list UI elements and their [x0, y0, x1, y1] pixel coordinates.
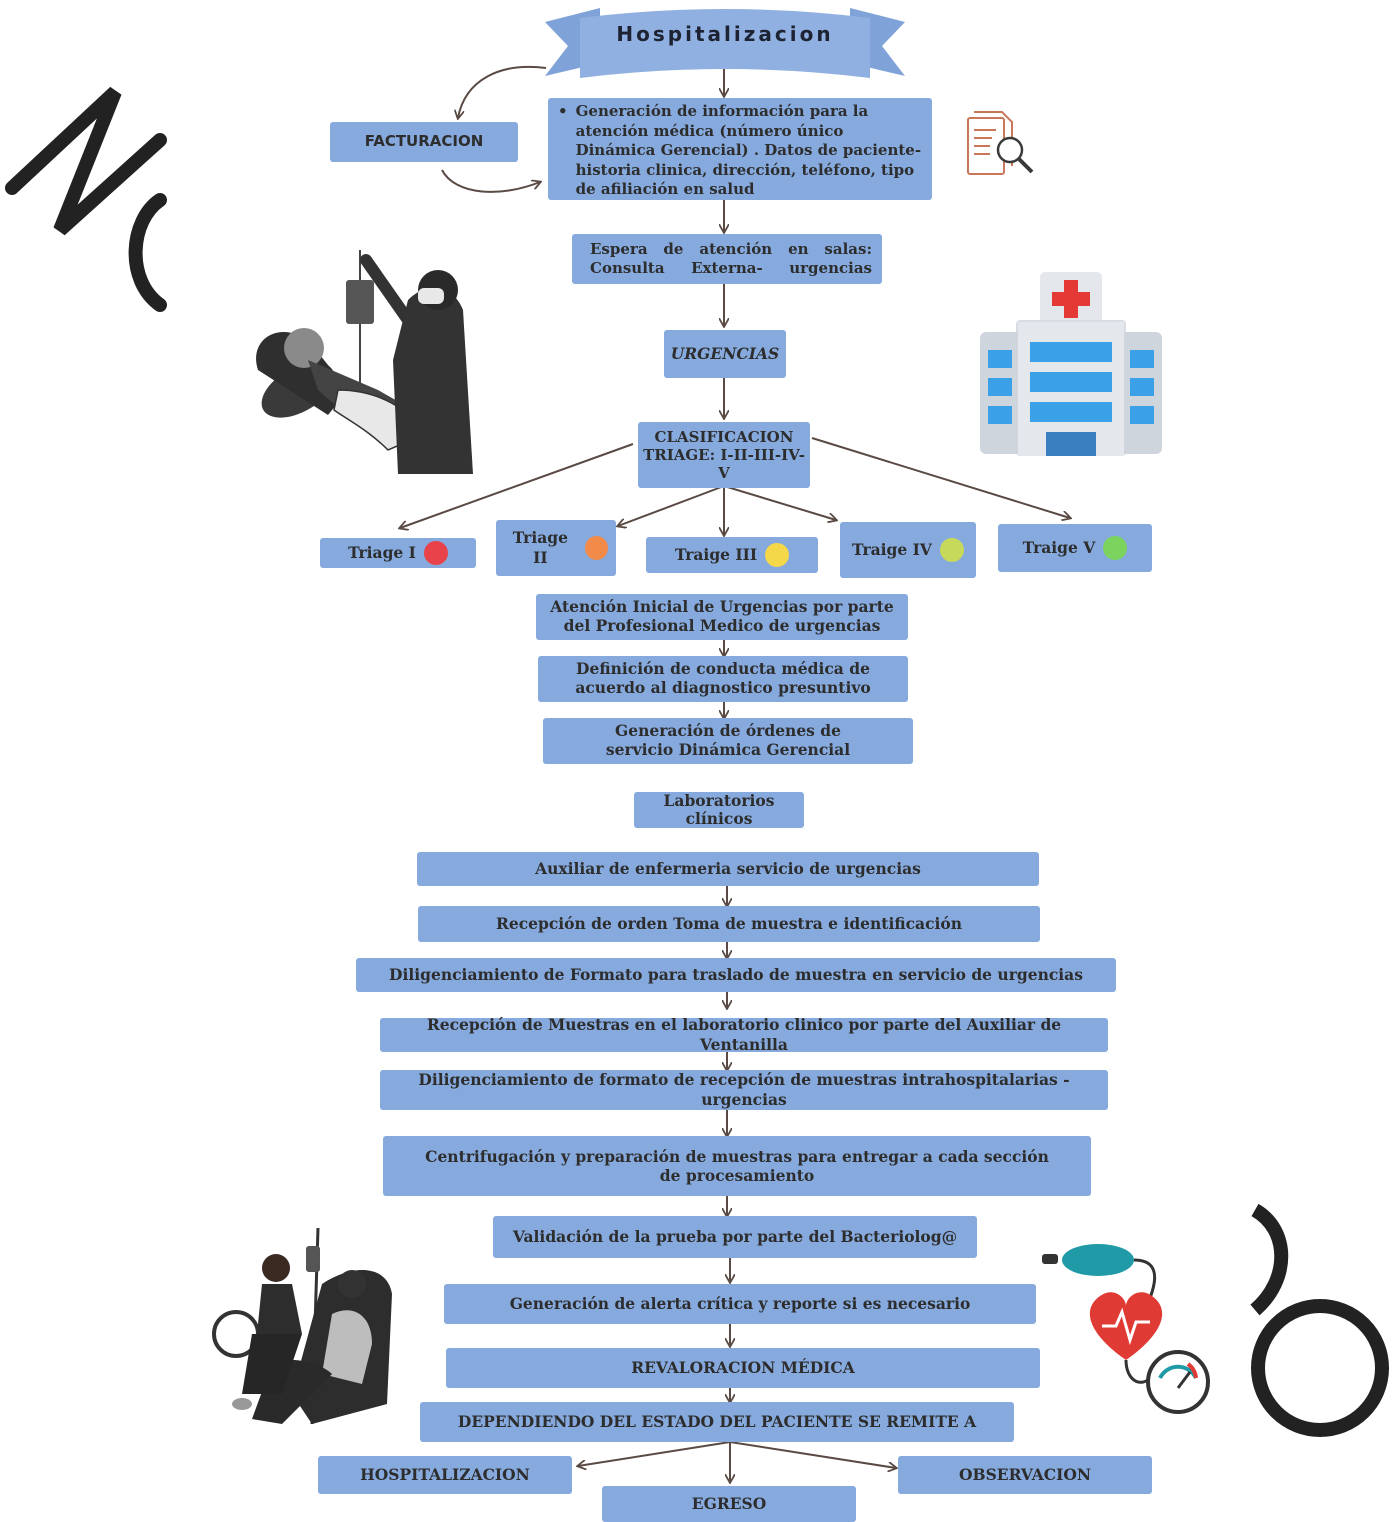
- outcome-observacion: OBSERVACION: [898, 1456, 1152, 1494]
- step-ordenes-servicio: Generación de órdenes de servicio Dinámi…: [543, 718, 913, 764]
- triage-3-box: Traige III: [646, 537, 818, 573]
- document-search-icon: [967, 111, 1034, 175]
- arrow: [441, 169, 540, 193]
- hospital-building-icon: [980, 272, 1162, 456]
- step-laboratorios: Laboratorios clínicos: [634, 792, 804, 828]
- step-dependiendo: DEPENDIENDO DEL ESTADO DEL PACIENTE SE R…: [420, 1402, 1014, 1442]
- step-formato-recepcion: Diligenciamiento de formato de recepción…: [380, 1070, 1108, 1110]
- arrow: [578, 1441, 731, 1466]
- arrow: [811, 437, 1070, 518]
- step-auxiliar-enfermeria: Auxiliar de enfermeria servicio de urgen…: [417, 852, 1039, 886]
- arrow: [729, 1441, 896, 1468]
- arrow: [618, 485, 725, 526]
- doctor-patient-illustration: [256, 250, 473, 474]
- watermark-letters-2: [1250, 1203, 1389, 1437]
- step-revaloracion: REVALORACION MÉDICA: [446, 1348, 1040, 1388]
- arrow: [723, 485, 836, 520]
- step-recepcion-muestras: Recepción de Muestras en el laboratorio …: [380, 1015, 1108, 1054]
- arrow: [400, 443, 634, 528]
- arrow: [458, 65, 547, 118]
- wait-box: Espera de atención en salas: Consulta Ex…: [572, 234, 882, 284]
- outcome-egreso: EGRESO: [602, 1486, 856, 1522]
- iv-chair-illustration: [212, 1227, 392, 1425]
- red-dot-icon: [423, 541, 448, 565]
- step-definicion-conducta: Definición de conducta médica de acuerdo…: [538, 656, 908, 702]
- step-alerta-critica: Generación de alerta crítica y reporte s…: [444, 1284, 1036, 1324]
- info-box-text: Generación de información para la atenci…: [575, 102, 922, 198]
- triage-2-box: Triage II: [496, 520, 616, 576]
- triage-5-box: Traige V: [998, 524, 1152, 572]
- yellow-green-dot-icon: [939, 538, 964, 562]
- outcome-hospitalizacion: HOSPITALIZACION: [318, 1456, 572, 1494]
- triage-1-box: Triage I: [320, 538, 476, 568]
- urgencias-box: URGENCIAS: [664, 330, 786, 378]
- step-centrifugacion: Centrifugación y preparación de muestras…: [383, 1136, 1091, 1196]
- green-dot-icon: [1103, 536, 1128, 560]
- watermark-letters: [5, 86, 167, 312]
- heart-blood-pressure-icon: [1042, 1244, 1210, 1414]
- triage-5-label: Traige V: [1022, 537, 1096, 557]
- step-recepcion-orden: Recepción de orden Toma de muestra e ide…: [418, 906, 1040, 942]
- triage-2-label: Triage II: [512, 527, 568, 567]
- banner-title: Hospitalizacion: [616, 22, 834, 46]
- facturacion-box: FACTURACION: [330, 122, 518, 162]
- orange-dot-icon: [584, 536, 608, 560]
- yellow-dot-icon: [765, 543, 790, 567]
- step-validacion: Validación de la prueba por parte del Ba…: [493, 1216, 977, 1258]
- step-atencion-inicial: Atención Inicial de Urgencias por parte …: [536, 594, 908, 640]
- banner-ribbon: [545, 8, 905, 78]
- triage-3-label: Traige III: [674, 544, 758, 564]
- step-diligenciamiento-traslado: Diligenciamiento de Formato para traslad…: [356, 958, 1116, 992]
- triage-4-box: Traige IV: [840, 522, 976, 578]
- clasificacion-box: CLASIFICACION TRIAGE: I-II-III-IV-V: [638, 422, 810, 488]
- info-box: •Generación de información para la atenc…: [548, 98, 932, 200]
- triage-4-label: Traige IV: [852, 539, 932, 559]
- triage-1-label: Triage I: [348, 542, 416, 562]
